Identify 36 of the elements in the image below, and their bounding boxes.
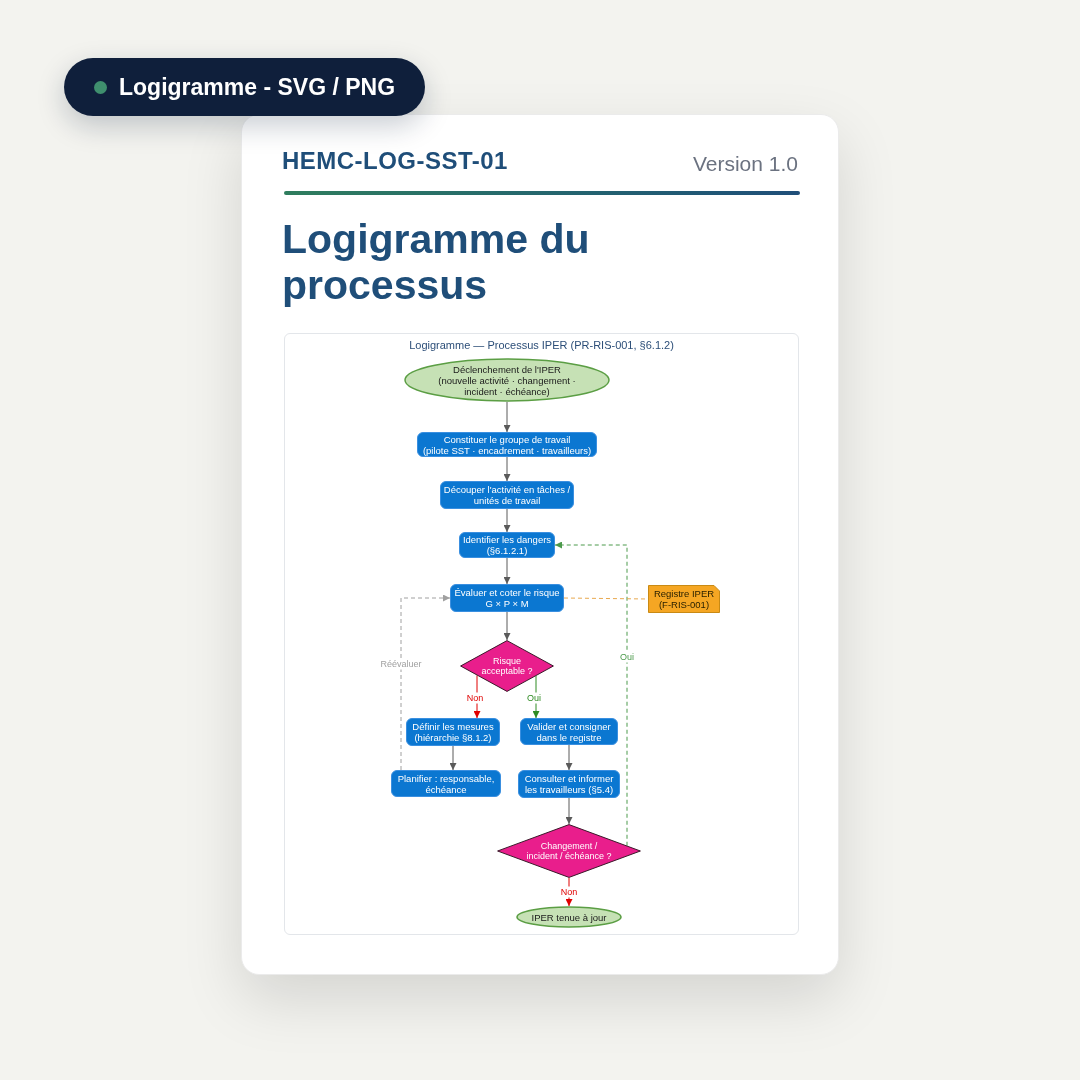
- arrow: [400, 594, 451, 771]
- process-box: Consulter et informer les travailleurs (§5.4): [518, 770, 620, 798]
- arrow: [565, 744, 573, 771]
- process-box: Planifier : responsable, échéance: [391, 770, 501, 797]
- terminator-ellipse: IPER tenue à jour: [516, 906, 622, 928]
- decision-diamond: Risque acceptable ?: [460, 640, 554, 692]
- decision-diamond: Changement / incident / échéance ?: [497, 824, 641, 878]
- document-code: HEMC-LOG-SST-01: [282, 147, 508, 175]
- flowchart-title: Logigramme — Processus IPER (PR-RIS-001, §6.1.2): [408, 338, 675, 352]
- arrow: [449, 745, 457, 771]
- arrow: [503, 401, 511, 433]
- edge-label: Oui: [526, 692, 542, 704]
- process-box: Identifier les dangers (§6.1.2.1): [459, 532, 555, 558]
- edge-label: Non: [559, 886, 579, 898]
- edge-label: Oui: [619, 651, 635, 663]
- process-box: Constituer le groupe de travail (pilote SST · encadrement · travailleurs): [417, 432, 597, 457]
- process-box: Découper l'activité en tâches / unités de travail: [440, 481, 574, 509]
- arrow: [554, 541, 628, 847]
- terminator-ellipse: Déclenchement de l'IPER (nouvelle activité · changement · incident · échéance): [404, 358, 610, 402]
- page-title: Logigramme du processus: [282, 216, 591, 308]
- arrow: [565, 877, 573, 907]
- arrow: [503, 508, 511, 533]
- arrow: [532, 675, 540, 719]
- arrow: [503, 611, 511, 641]
- edge-label: Réévaluer: [379, 658, 423, 670]
- process-box: Définir les mesures (hiérarchie §8.1.2): [406, 718, 500, 746]
- document-note: Registre IPER (F-RIS-001): [648, 585, 720, 613]
- version-label: Version 1.0: [692, 151, 798, 177]
- edge-label: Non: [465, 692, 485, 704]
- arrow: [565, 797, 573, 825]
- arrow: [503, 557, 511, 585]
- flowchart-frame: [284, 333, 799, 935]
- badge-label: Logigramme - SVG / PNG: [119, 73, 396, 101]
- process-box: Valider et consigner dans le registre: [520, 718, 618, 745]
- arrow: [503, 456, 511, 482]
- process-box: Évaluer et coter le risque G × P × M: [450, 584, 564, 612]
